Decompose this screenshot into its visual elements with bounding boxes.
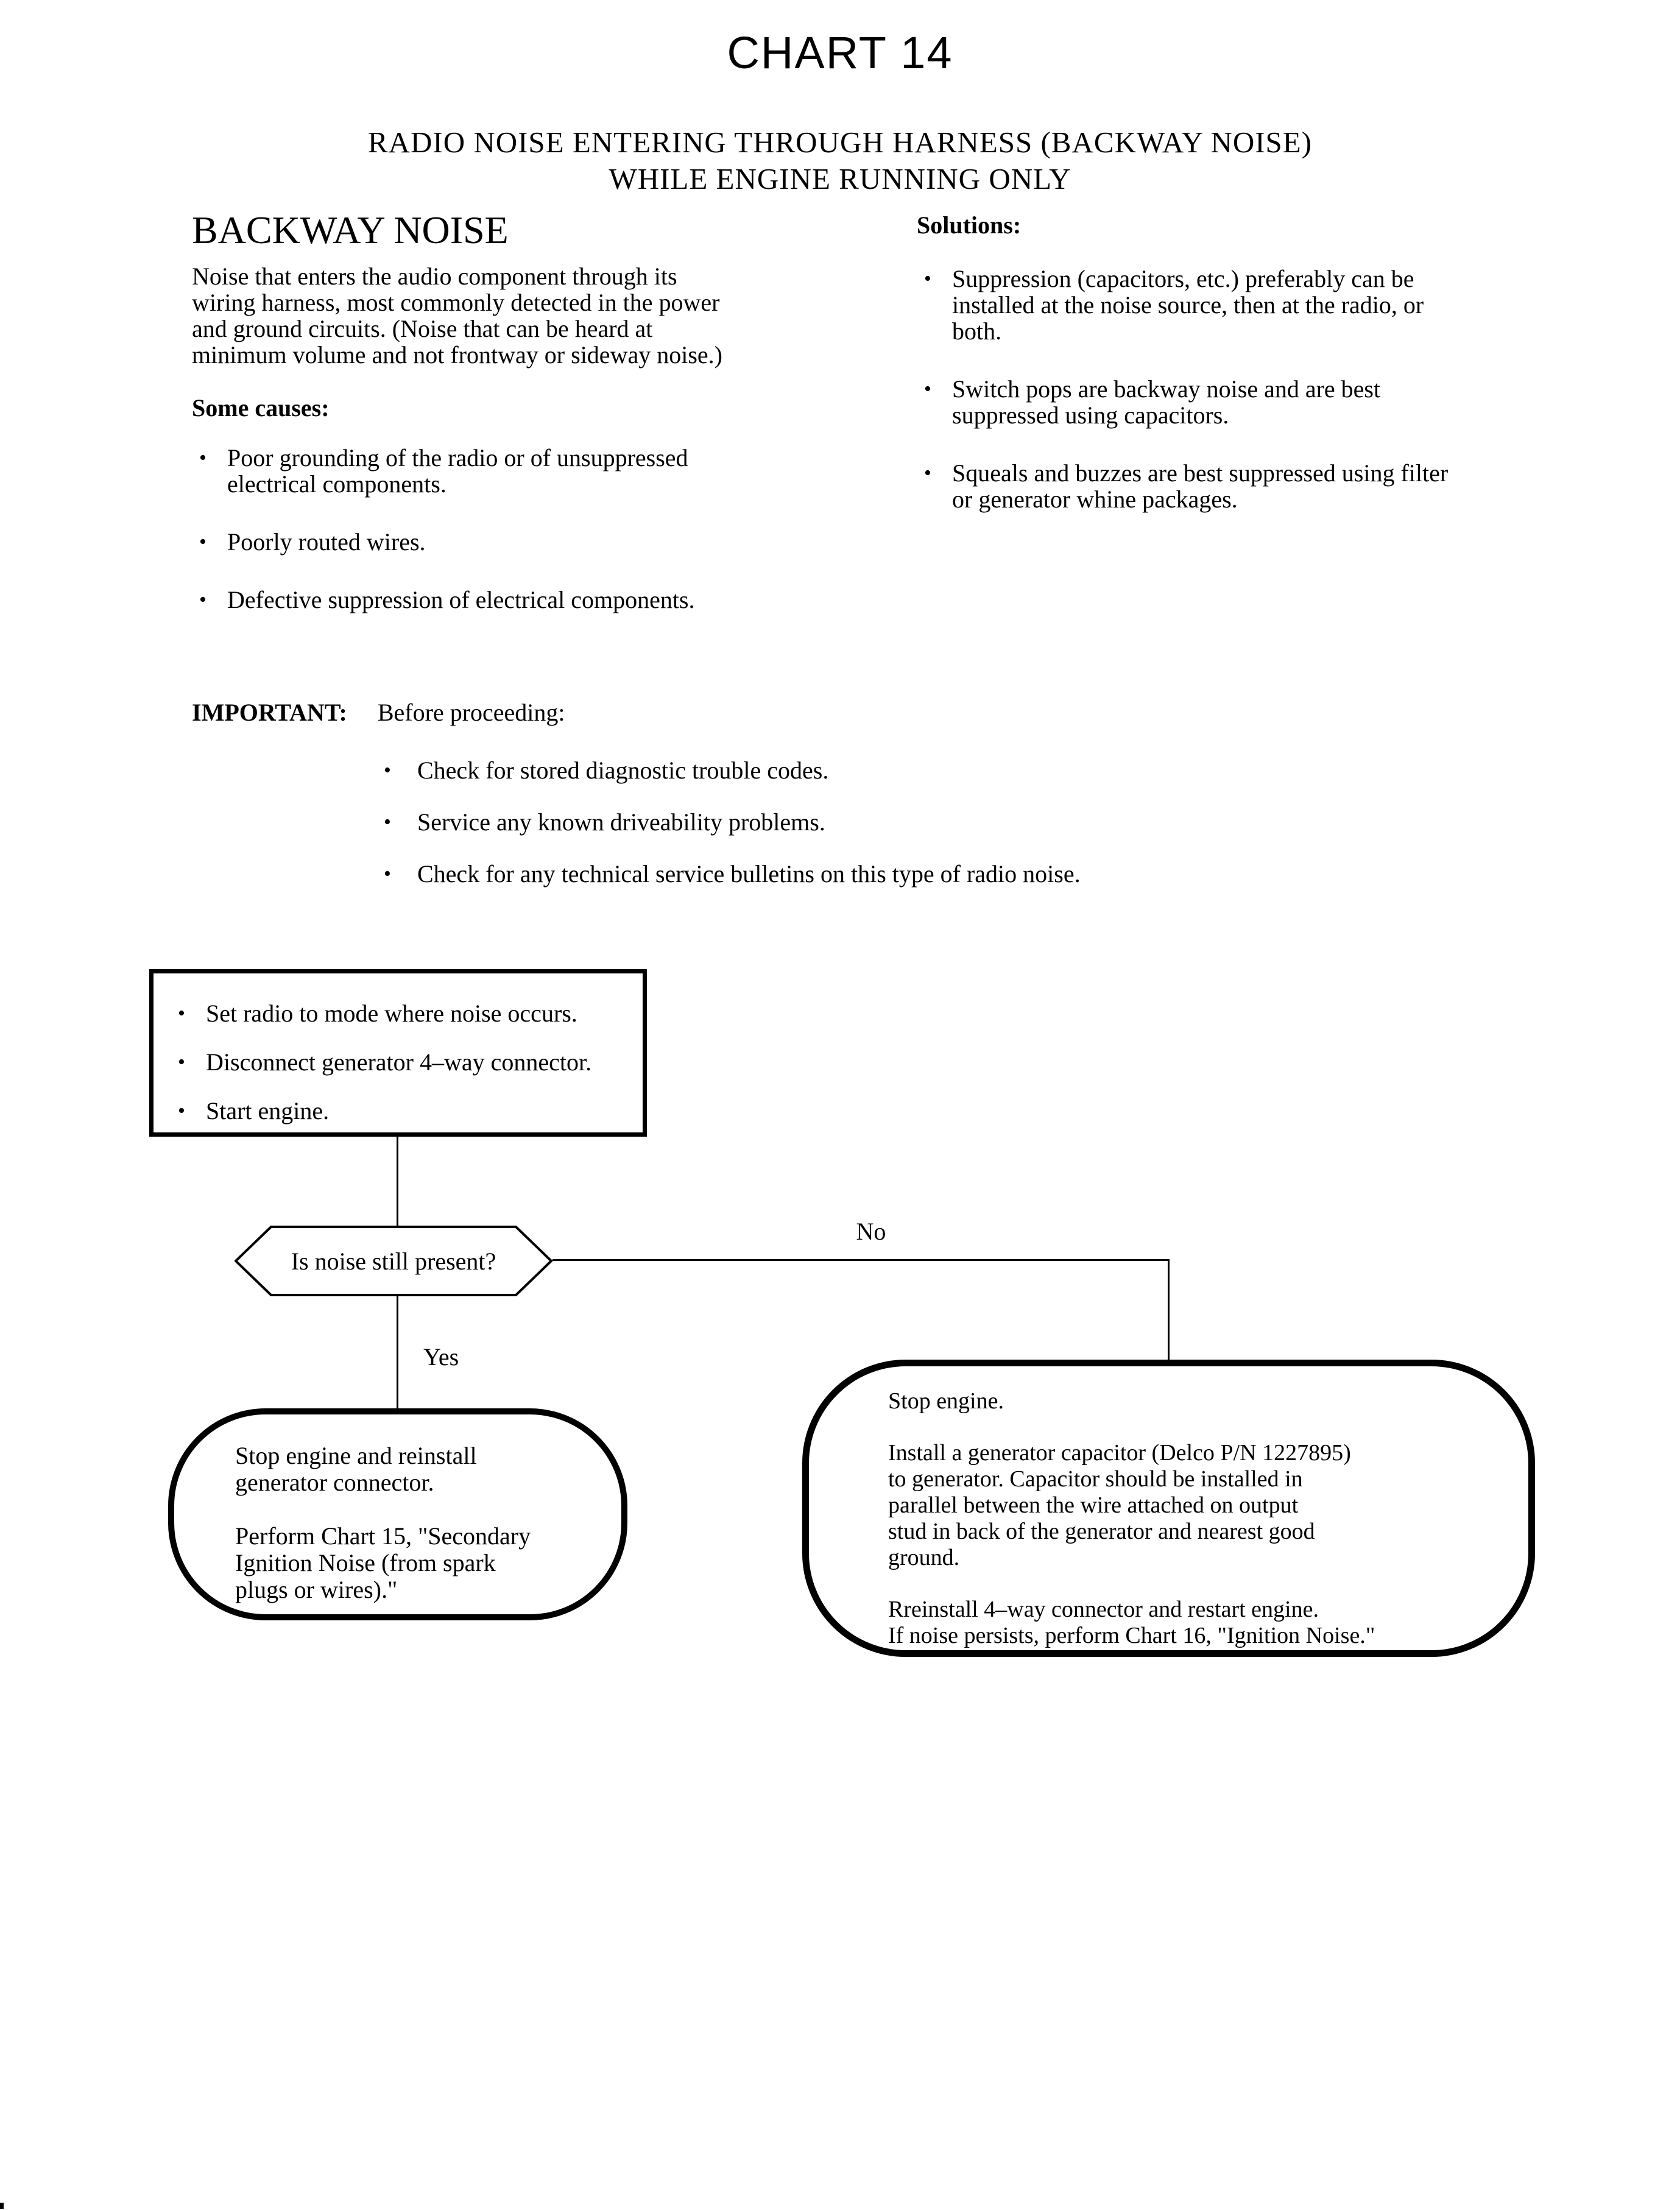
backway-noise-heading: BACKWAY NOISE: [192, 208, 509, 252]
no-box-paragraph-3: Rreinstall 4–way connector and restart e…: [888, 1597, 1375, 1648]
start-box-list: • Set radio to mode where noise occurs. …: [178, 1000, 643, 1124]
list-item: • Check for stored diagnostic trouble co…: [384, 757, 1297, 783]
no-line-vertical: [1168, 1259, 1170, 1360]
no-line-horizontal: [552, 1259, 1170, 1261]
list-item: • Set radio to mode where noise occurs.: [178, 1000, 643, 1026]
list-item-text: Squeals and buzzes are best suppressed u…: [952, 459, 1449, 513]
list-item: • Suppression (capacitors, etc.) prefera…: [924, 266, 1594, 344]
bullet-icon: •: [384, 759, 391, 782]
list-item-text: Poor grounding of the radio or of unsupp…: [227, 444, 688, 498]
solutions-heading: Solutions:: [917, 211, 1022, 239]
decision-hexagon: [235, 1226, 552, 1296]
bullet-icon: •: [199, 531, 206, 553]
list-item-text: Suppression (capacitors, etc.) preferabl…: [952, 265, 1424, 345]
bullet-icon: •: [384, 811, 391, 833]
list-item-text: Defective suppression of electrical comp…: [227, 586, 695, 613]
list-item: • Poor grounding of the radio or of unsu…: [199, 445, 881, 497]
bullet-icon: •: [199, 447, 206, 469]
start-box: • Set radio to mode where noise occurs. …: [149, 969, 647, 1137]
yes-box-paragraph-2: Perform Chart 15, "Secondary Ignition No…: [235, 1522, 531, 1603]
page-title: CHART 14: [727, 27, 953, 78]
list-item: • Start engine.: [178, 1098, 643, 1124]
bullet-icon: •: [924, 267, 931, 290]
bullet-icon: •: [178, 1051, 185, 1073]
list-item-text: Disconnect generator 4–way connector.: [206, 1048, 592, 1076]
list-item: • Poorly routed wires.: [199, 529, 881, 555]
list-item-text: Start engine.: [206, 1097, 330, 1124]
list-item: • Service any known driveability problem…: [384, 809, 1297, 835]
yes-branch-label: Yes: [423, 1343, 459, 1371]
list-item-text: Check for any technical service bulletin…: [417, 860, 1081, 888]
causes-list: • Poor grounding of the radio or of unsu…: [199, 445, 881, 613]
list-item: • Switch pops are backway noise and are …: [924, 376, 1594, 428]
bullet-icon: •: [199, 588, 206, 611]
list-item-text: Poorly routed wires.: [227, 528, 426, 556]
list-item-text: Check for stored diagnostic trouble code…: [417, 757, 829, 784]
no-branch-label: No: [856, 1218, 886, 1245]
list-item-text: Service any known driveability problems.: [417, 808, 825, 836]
bullet-icon: •: [384, 863, 391, 885]
yes-result-box: Stop engine and reinstall generator conn…: [168, 1408, 627, 1620]
bullet-icon: •: [924, 378, 931, 400]
no-box-paragraph-2: Install a generator capacitor (Delco P/N…: [888, 1440, 1351, 1570]
important-intro: Before proceeding:: [377, 699, 565, 726]
list-item: • Defective suppression of electrical co…: [199, 587, 881, 613]
decision-question: Is noise still present?: [291, 1247, 496, 1275]
bullet-icon: •: [178, 1002, 185, 1025]
page-subtitle: RADIO NOISE ENTERING THROUGH HARNESS (BA…: [367, 125, 1313, 196]
important-list: • Check for stored diagnostic trouble co…: [384, 757, 1297, 887]
flow-line-vertical-start: [397, 1137, 398, 1226]
list-item-text: Switch pops are backway noise and are be…: [952, 375, 1381, 429]
important-row: IMPORTANT: Before proceeding:: [192, 699, 565, 725]
backway-noise-description: Noise that enters the audio component th…: [192, 263, 722, 369]
yes-box-paragraph-1: Stop engine and reinstall generator conn…: [235, 1442, 477, 1496]
yes-line-vertical: [397, 1296, 398, 1409]
list-item: • Squeals and buzzes are best suppressed…: [924, 460, 1594, 512]
solutions-list: • Suppression (capacitors, etc.) prefera…: [924, 266, 1594, 512]
list-item: • Disconnect generator 4–way connector.: [178, 1049, 643, 1075]
no-box-paragraph-1: Stop engine.: [888, 1388, 1004, 1414]
bullet-icon: •: [178, 1100, 185, 1122]
bullet-icon: •: [924, 462, 931, 484]
important-label: IMPORTANT:: [192, 699, 347, 726]
no-result-box: Stop engine. Install a generator capacit…: [802, 1360, 1535, 1657]
scan-artifact: [0, 2203, 4, 2209]
list-item: • Check for any technical service bullet…: [384, 861, 1297, 887]
some-causes-heading: Some causes:: [192, 394, 330, 422]
list-item-text: Set radio to mode where noise occurs.: [206, 1000, 577, 1027]
